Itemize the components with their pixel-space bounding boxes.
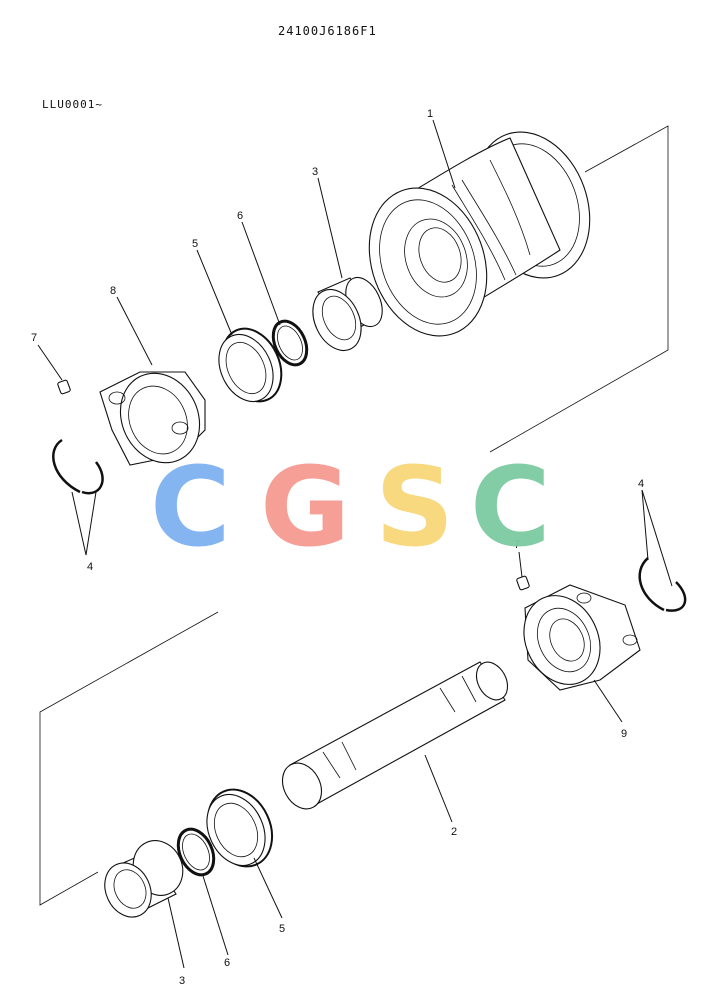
floating-seal-part-5-upper <box>218 327 283 403</box>
watermark-letter: G <box>260 443 350 571</box>
callout-2: 2 <box>451 826 457 838</box>
collar-part-8 <box>99 371 206 466</box>
callout-8: 8 <box>110 285 116 297</box>
watermark: C G S C <box>150 443 551 571</box>
callout-5-upper: 5 <box>192 238 198 250</box>
watermark-letter: S <box>375 443 454 571</box>
o-ring-part-6-lower <box>176 827 216 877</box>
o-ring-part-6-upper <box>271 319 309 367</box>
shaft-part-2 <box>281 661 509 810</box>
callout-labels: 1 3 6 5 8 7 4 4 7 9 2 5 6 3 <box>31 108 644 987</box>
callout-4-lower: 4 <box>638 478 644 490</box>
callout-7-lower: 7 <box>514 539 520 551</box>
callout-9: 9 <box>621 728 627 740</box>
assembly-frame <box>39 125 669 906</box>
floating-seal-part-5-lower <box>206 788 274 868</box>
retaining-clip-part-4-upper <box>52 438 104 495</box>
callout-3-lower: 3 <box>179 975 185 987</box>
roller-shell-part-1 <box>368 131 591 337</box>
callout-6-upper: 6 <box>237 210 243 222</box>
leader-lines <box>37 119 673 969</box>
callout-4-upper: 4 <box>87 561 93 573</box>
callout-3-upper: 3 <box>312 166 318 178</box>
serial-range-label: LLU0001~ <box>42 98 103 111</box>
watermark-letter: C <box>470 443 551 571</box>
callout-5-lower: 5 <box>279 923 285 935</box>
callout-7-upper: 7 <box>31 332 37 344</box>
callout-1: 1 <box>427 108 433 120</box>
bushing-part-3-lower <box>104 840 184 918</box>
retaining-clip-part-4-lower <box>638 557 687 612</box>
watermark-letter: C <box>150 443 231 571</box>
part-number-title: 24100J6186F1 <box>278 24 377 38</box>
callout-6-lower: 6 <box>224 957 230 969</box>
plug-part-7-upper <box>57 379 71 395</box>
bushing-part-3-upper <box>312 276 383 352</box>
collar-part-9 <box>523 584 641 691</box>
plug-part-7-lower <box>516 575 530 591</box>
